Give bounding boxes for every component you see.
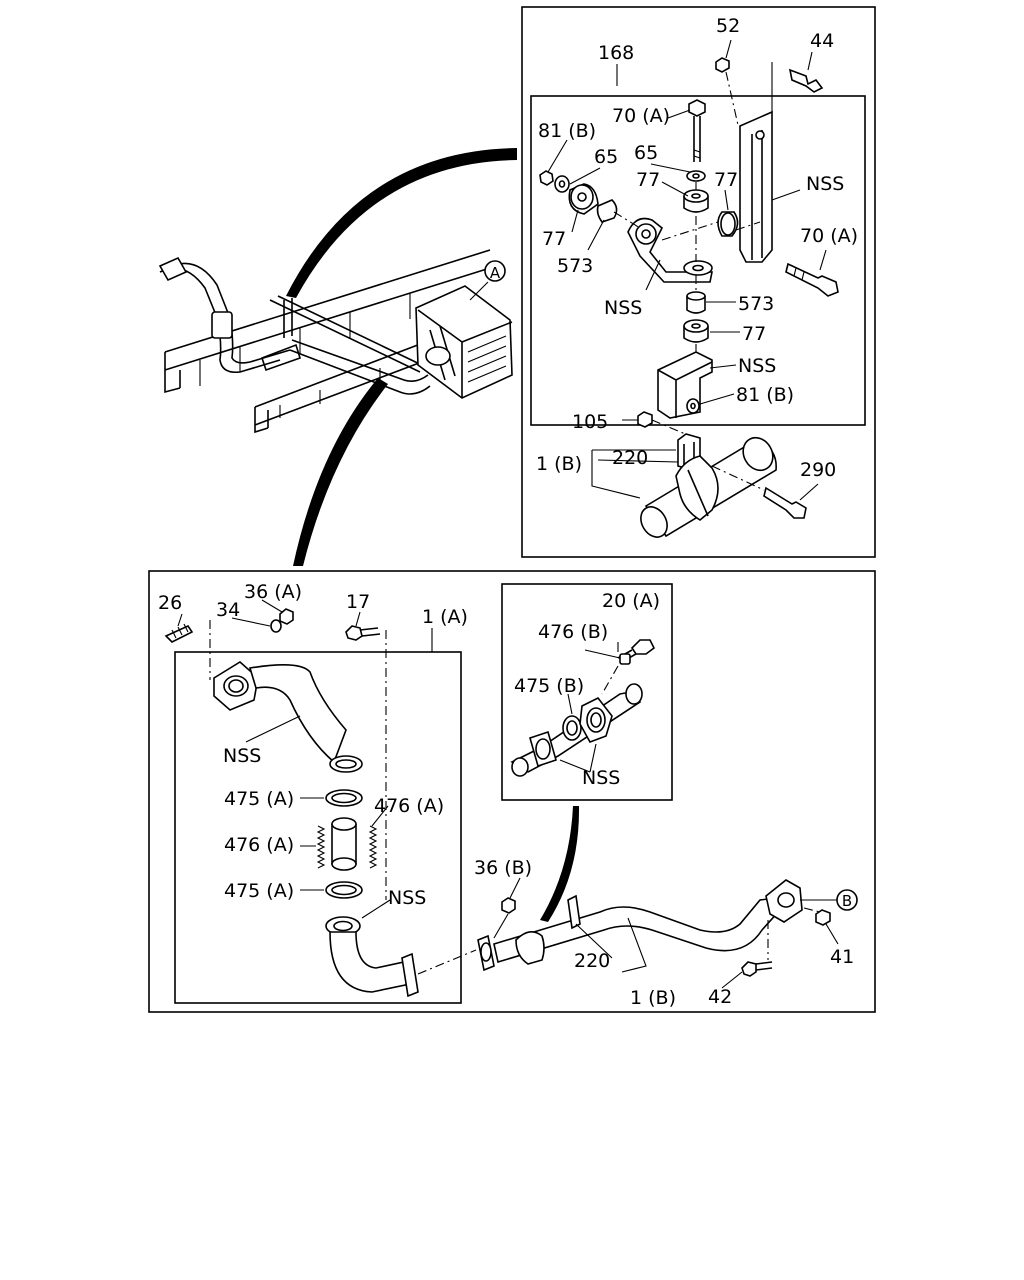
label-81b-lower: 81 (B) [736,384,794,406]
label-1b-mount: 1 (B) [536,453,582,475]
chassis-overview [158,249,513,434]
bolt-20a-icon [630,639,656,655]
joint-detail-drawing [510,639,656,777]
label-290: 290 [800,459,836,481]
label-77-lower: 77 [742,323,766,345]
label-105: 105 [572,411,608,433]
bolt-17-icon [345,625,363,641]
label-26: 26 [158,592,182,614]
label-1a: 1 (A) [422,606,468,628]
label-65-right: 65 [634,142,658,164]
label-nss-elbow: NSS [223,745,261,767]
label-573-left: 573 [557,255,593,277]
label-573-right: 573 [738,293,774,315]
nut-105-icon [637,411,653,428]
front-pipe-inner-frame [174,651,462,1004]
label-476a-left: 476 (A) [224,834,294,856]
sweep-to-joint-detail [540,806,580,922]
label-52: 52 [716,15,740,37]
label-65-left: 65 [594,146,618,168]
stud-26-icon [164,624,194,643]
label-81b-top: 81 (B) [538,120,596,142]
mount-detail-drawing [539,39,839,538]
nut-36a-icon [279,608,294,625]
label-36b: 36 (B) [474,857,532,879]
label-168: 168 [598,42,634,64]
label-476a-right: 476 (A) [374,795,444,817]
mount-detail-frame [521,6,876,558]
label-42: 42 [708,986,732,1008]
label-77-right: 77 [714,169,738,191]
bolt-44-icon [788,68,824,93]
nut-52-icon [715,57,730,73]
label-41: 41 [830,946,854,968]
joint-detail-frame [501,583,673,801]
bolt-42-icon [741,961,757,977]
label-220-mount: 220 [612,447,648,469]
label-77-center: 77 [636,169,660,191]
label-70a-right: 70 (A) [800,225,858,247]
mount-inner-frame [530,95,866,426]
label-475a-bottom: 475 (A) [224,880,294,902]
pipe-1b-drawing [417,879,858,977]
sweep-to-pipe-detail [293,378,388,566]
label-77-left: 77 [542,228,566,250]
bolt-290-icon [763,486,807,519]
label-nss-flange: NSS [388,887,426,909]
callout-a-label: A [490,264,501,282]
callout-b-label: B [842,892,852,910]
sweep-to-mount-detail [286,148,517,298]
label-70a-top: 70 (A) [612,105,670,127]
label-44: 44 [810,30,834,52]
label-34: 34 [216,599,240,621]
bolt-70a-right-icon [785,262,839,297]
label-475b: 475 (B) [514,675,584,697]
label-476b: 476 (B) [538,621,608,643]
nut-36b-icon [501,897,516,914]
pipe-detail-frame [148,570,876,1013]
label-nss-lower: NSS [738,355,776,377]
label-20a: 20 (A) [602,590,660,612]
label-1b-pipe: 1 (B) [630,987,676,1009]
label-nss-joint: NSS [582,767,620,789]
label-36a: 36 (A) [244,581,302,603]
label-nss-center: NSS [604,297,642,319]
bolt-70a-top-icon [688,99,706,117]
label-17: 17 [346,591,370,613]
front-pipe-drawing [164,608,419,998]
label-220-pipe: 220 [574,950,610,972]
label-nss-right: NSS [806,173,844,195]
nut-81b-top-icon [539,170,554,186]
nut-41-icon [815,909,831,926]
label-475a-top: 475 (A) [224,788,294,810]
